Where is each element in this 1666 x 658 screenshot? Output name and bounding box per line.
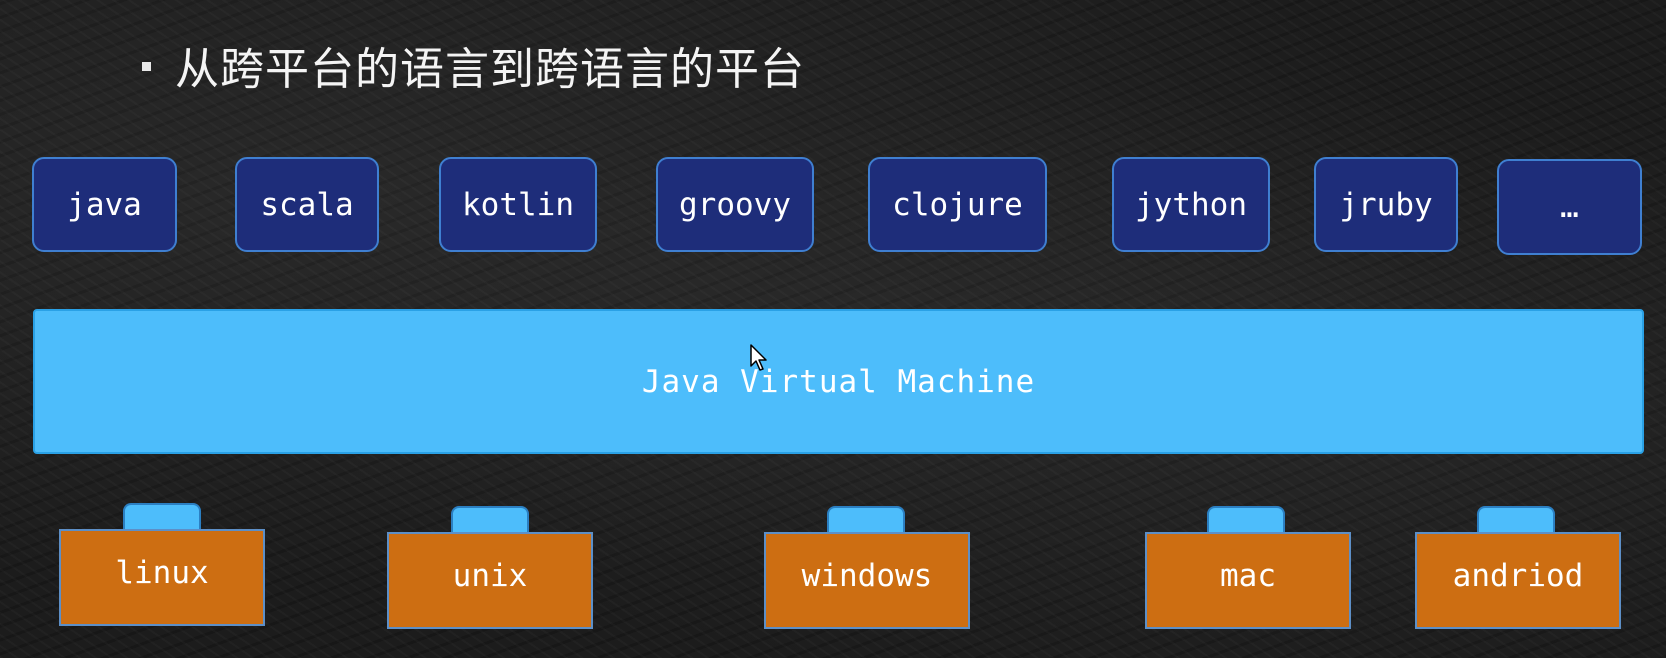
platform-linux: linux: [59, 503, 265, 626]
language-box-groovy: groovy: [656, 157, 814, 252]
language-box-clojure: clojure: [868, 157, 1047, 252]
platform-label: linux: [59, 529, 265, 626]
language-box-scala: scala: [235, 157, 379, 252]
platform-windows: windows: [764, 506, 970, 629]
platform-label: mac: [1145, 532, 1351, 629]
bullet-icon: [142, 61, 151, 71]
platform-label: windows: [764, 532, 970, 629]
slide-title-row: 从跨平台的语言到跨语言的平台: [142, 30, 805, 100]
mouse-cursor-icon: [750, 344, 767, 371]
language-box-jython: jython: [1112, 157, 1270, 252]
platform-mac: mac: [1145, 506, 1351, 629]
jvm-layer: Java Virtual Machine: [33, 309, 1644, 454]
language-box-more: …: [1497, 159, 1642, 255]
platform-andriod: andriod: [1415, 506, 1621, 629]
language-box-jruby: jruby: [1314, 157, 1458, 252]
language-box-java: java: [32, 157, 177, 252]
language-box-kotlin: kotlin: [439, 157, 597, 252]
platform-unix: unix: [387, 506, 593, 629]
slide-title: 从跨平台的语言到跨语言的平台: [175, 44, 805, 95]
platform-label: andriod: [1415, 532, 1621, 629]
platform-label: unix: [387, 532, 593, 629]
